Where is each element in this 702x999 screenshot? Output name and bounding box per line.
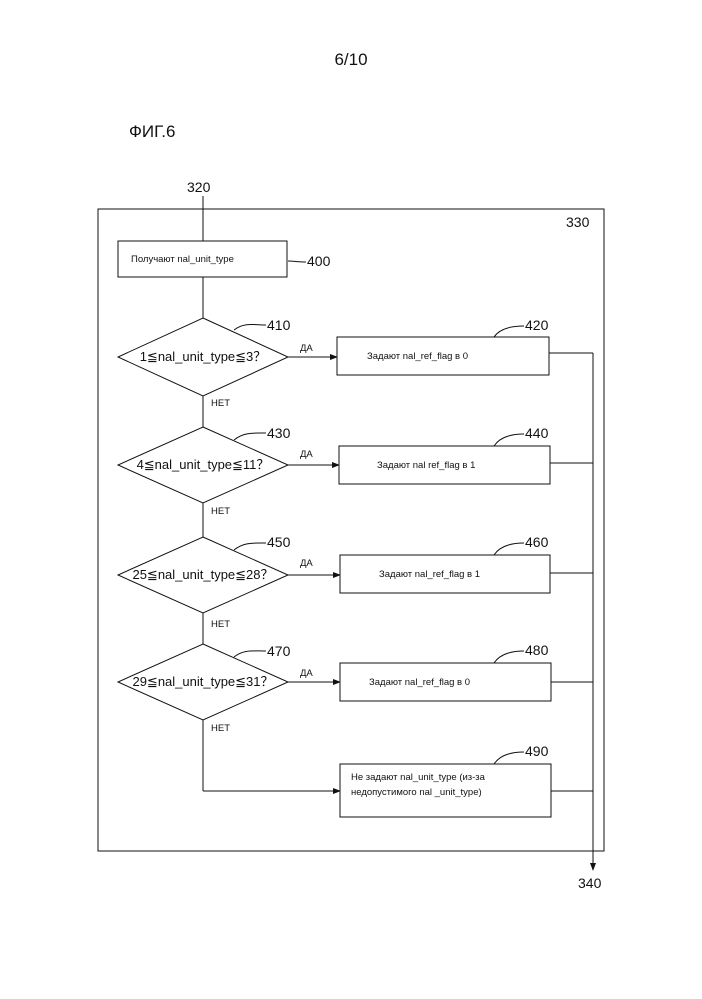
get-type-ref: 400 [307,253,331,269]
decision-410-leader [234,324,266,330]
decision-410-no: НЕТ [211,398,230,409]
decision-470-ref: 470 [267,643,291,659]
decision-430-text: 4≦nal_unit_type≦11？ [137,457,270,472]
decision-450-ref: 450 [267,534,291,550]
action-440-text: Задают nal ref_flag в 1 [377,460,475,471]
action-480-leader [494,651,524,663]
fallback-490-leader [494,752,524,764]
action-440-leader [494,434,524,446]
action-420-ref: 420 [525,317,549,333]
decision-470-leader [234,651,266,657]
decision-430-no: НЕТ [211,506,230,517]
container-ref: 330 [566,214,590,230]
decision-430-leader [234,433,266,440]
get-type-leader [288,261,306,262]
decision-470-no: НЕТ [211,723,230,734]
decision-470-text: 29≦nal_unit_type≦31？ [132,674,273,689]
action-480-text: Задают nal_ref_flag в 0 [369,677,470,688]
decision-450-text: 25≦nal_unit_type≦28？ [132,567,273,582]
fallback-490-ref: 490 [525,743,549,759]
decision-470-yes: ДА [300,668,313,679]
action-420-leader [494,326,524,337]
action-440-ref: 440 [525,425,549,441]
action-460-ref: 460 [525,534,549,550]
fallback-490-line1: Не задают nal_unit_type (из-за [351,772,486,783]
get-type-text: Получают nal_unit_type [131,254,234,265]
decision-410-yes: ДА [300,343,313,354]
action-420-text: Задают nal_ref_flag в 0 [367,351,468,362]
decision-450-leader [234,543,266,550]
decision-430-ref: 430 [267,425,291,441]
action-460-text: Задают nal_ref_flag в 1 [379,569,480,580]
decision-450-no: НЕТ [211,619,230,630]
decision-450-yes: ДА [300,558,313,569]
fallback-490-line2: недопустимого nal _unit_type) [351,787,482,798]
output-ref: 340 [578,875,602,891]
action-480-ref: 480 [525,642,549,658]
input-ref: 320 [187,179,211,195]
action-460-leader [494,543,524,555]
decision-430-yes: ДА [300,449,313,460]
decision-410-text: 1≦nal_unit_type≦3？ [140,349,267,364]
decision-410-ref: 410 [267,317,291,333]
